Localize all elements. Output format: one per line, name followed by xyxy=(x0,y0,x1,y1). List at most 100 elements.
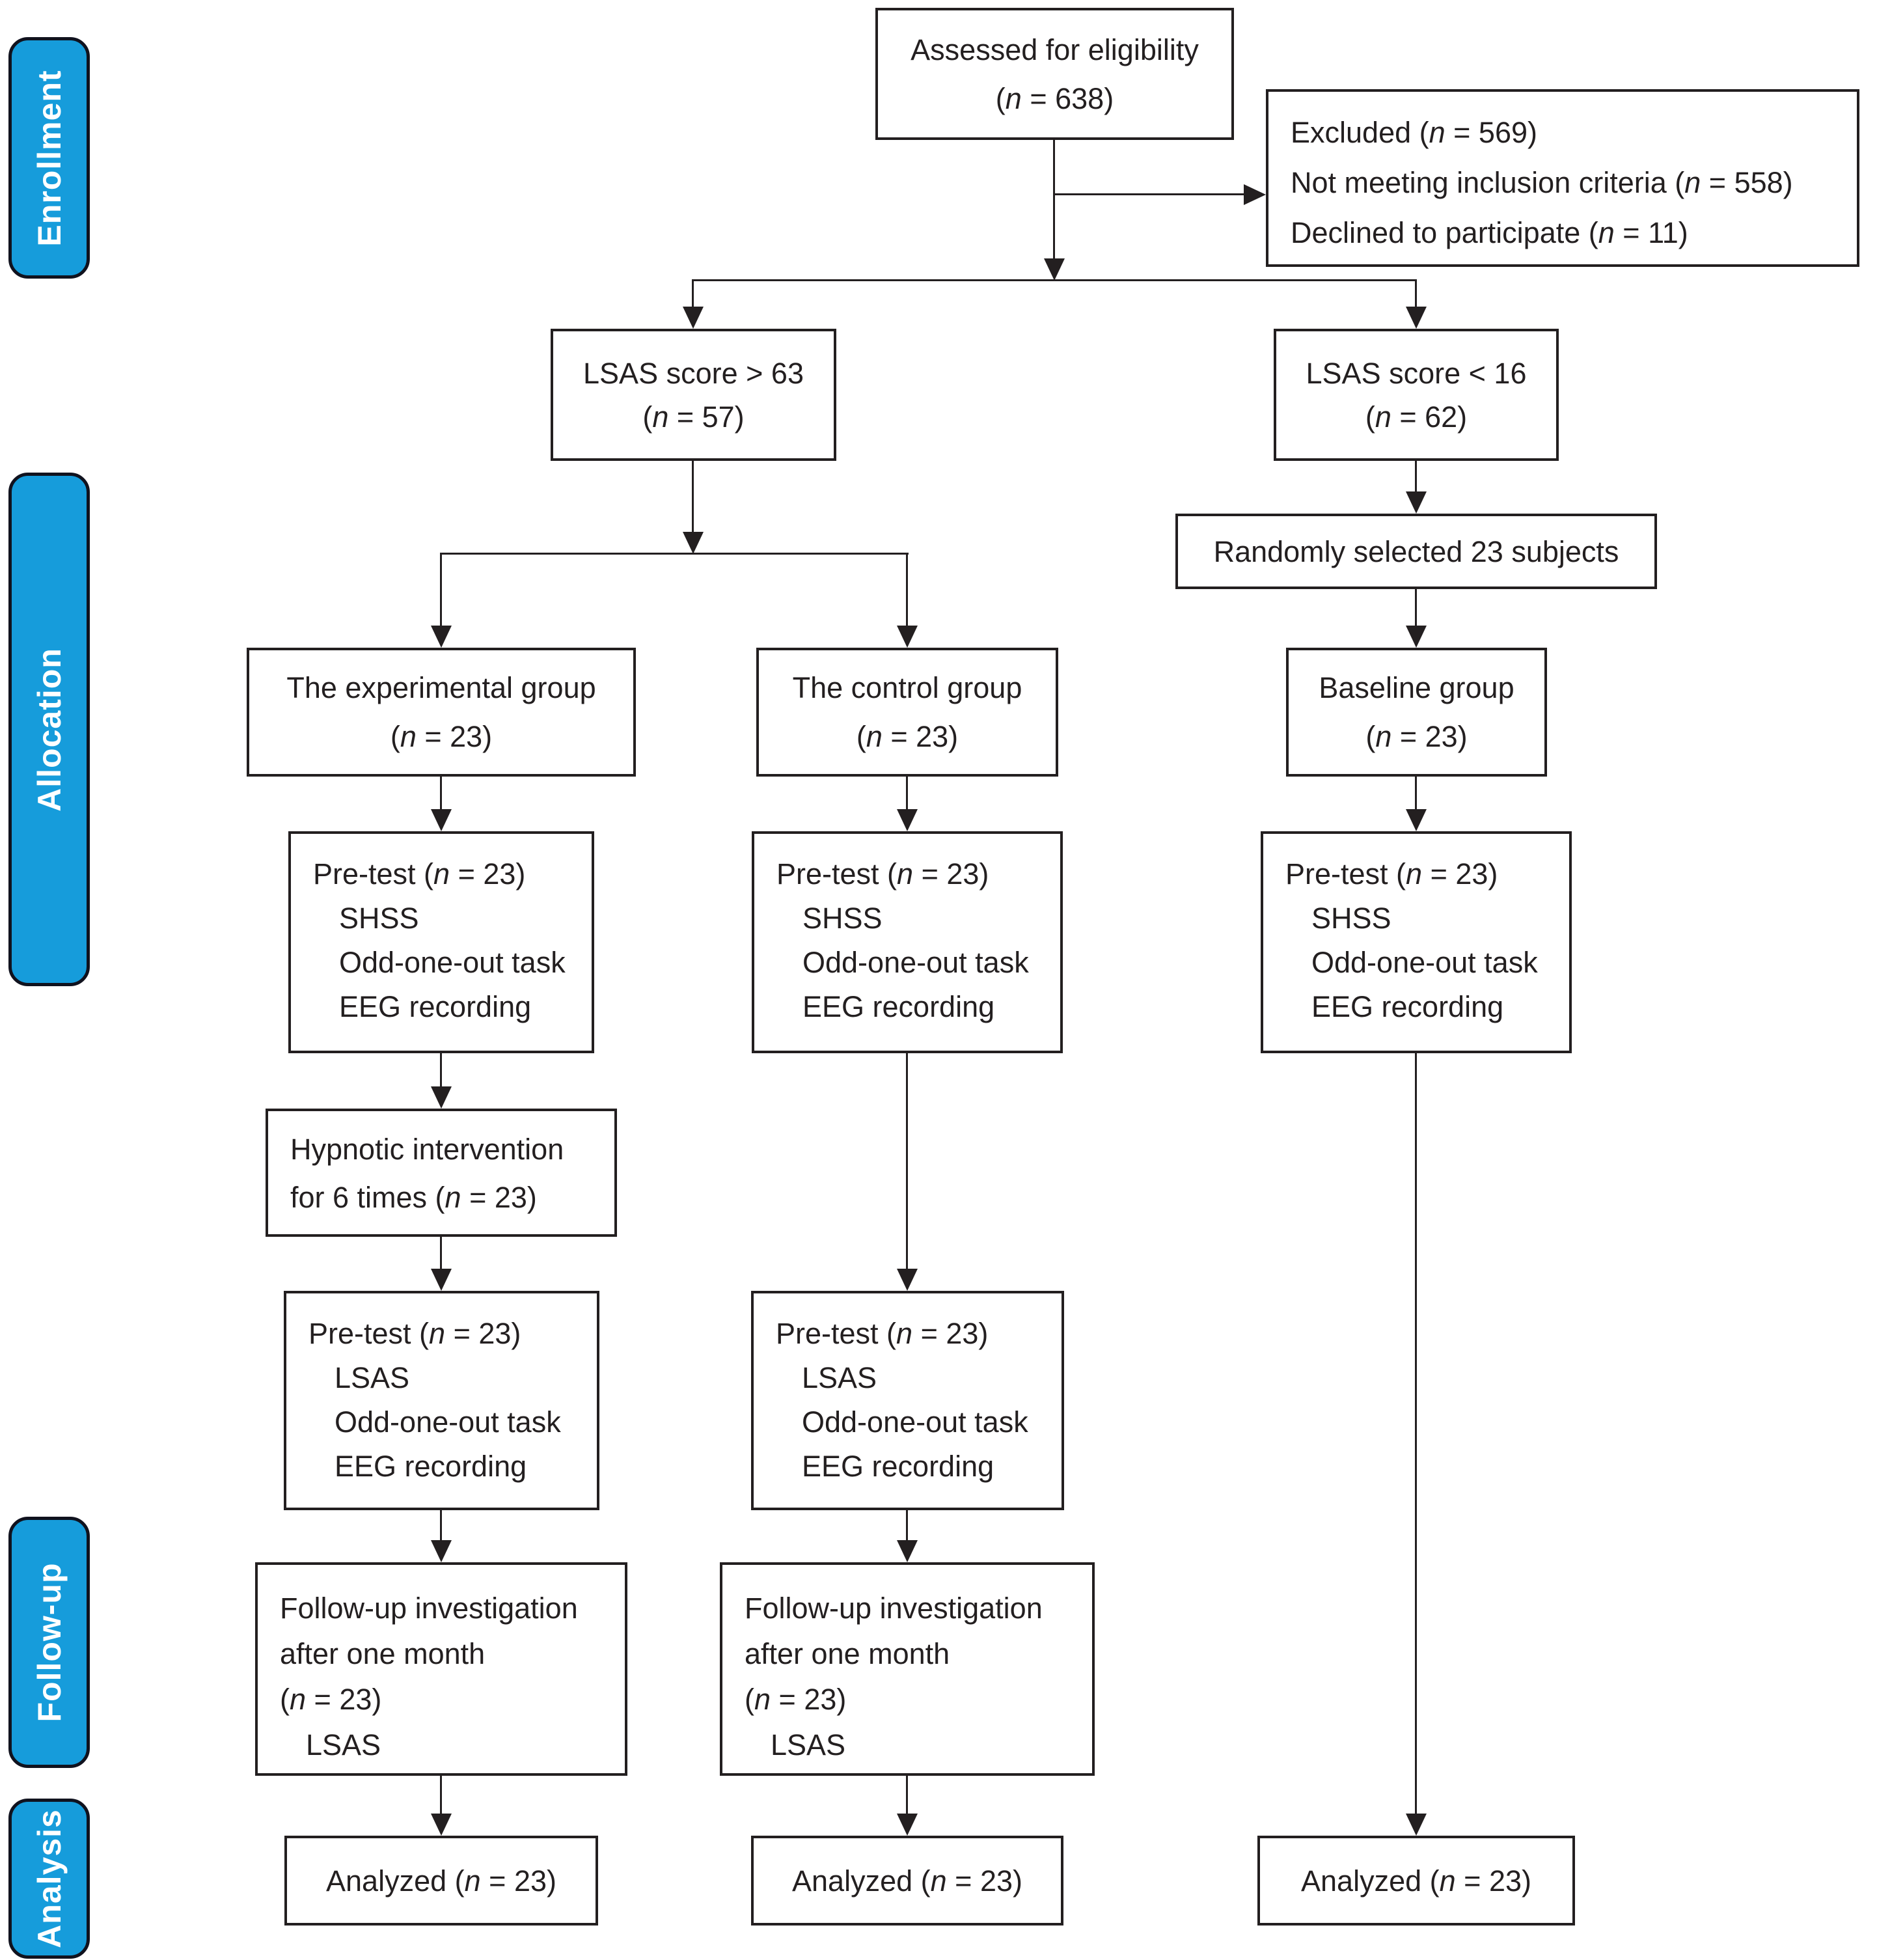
pretest-item: EEG recording xyxy=(1311,990,1504,1023)
stage-label-followup-text: Follow-up xyxy=(31,1562,68,1722)
assessed-count: (n = 638) xyxy=(995,81,1114,115)
pretest-item: LSAS xyxy=(802,1361,877,1394)
randomly-selected-box: Randomly selected 23 subjects xyxy=(1175,514,1657,589)
arrowhead-ctrl-pretest2 xyxy=(897,1269,918,1291)
arrowhead-hypnotic xyxy=(431,1086,452,1109)
arrowhead-ctrl-pretest xyxy=(897,809,918,831)
arrowhead-exp-pretest xyxy=(431,809,452,831)
followup-line: (n = 23) xyxy=(280,1683,382,1716)
pretest-lsas-experimental-box: Pre-test (n = 23) LSAS Odd-one-out task … xyxy=(284,1291,599,1510)
connector-drop-control xyxy=(906,553,908,627)
analyzed-title: Analyzed (n = 23) xyxy=(792,1864,1022,1898)
stage-label-allocation-text: Allocation xyxy=(31,647,68,812)
control-group-box: The control group (n = 23) xyxy=(756,648,1058,777)
connector-exp-pretest xyxy=(440,777,442,810)
followup-line: Follow-up investigation xyxy=(745,1592,1043,1625)
connector-lsas-low-down xyxy=(1415,461,1417,493)
connector-assessed-down xyxy=(1053,140,1055,260)
arrowhead-exp-pretest2 xyxy=(431,1269,452,1291)
hypnotic-line: for 6 times (n = 23) xyxy=(290,1181,537,1214)
experimental-group-count: (n = 23) xyxy=(390,720,493,753)
pretest-item: Odd-one-out task xyxy=(1311,946,1538,979)
lsas-high-title: LSAS score > 63 xyxy=(583,356,804,390)
connector-base-pretest xyxy=(1415,777,1417,810)
pretest-item: EEG recording xyxy=(802,990,995,1023)
followup-item: LSAS xyxy=(306,1728,381,1761)
stage-label-enrollment: Enrollment xyxy=(8,37,90,279)
pretest-item: EEG recording xyxy=(802,1450,994,1483)
connector-split-top xyxy=(693,279,1417,281)
pretest-title: Pre-test (n = 23) xyxy=(776,857,989,890)
arrowhead-baseline-group xyxy=(1406,626,1427,648)
excluded-line: Declined to participate (n = 11) xyxy=(1291,216,1688,249)
stage-label-followup: Follow-up xyxy=(8,1517,90,1768)
stage-label-analysis-text: Analysis xyxy=(31,1809,68,1948)
lsas-high-count: (n = 57) xyxy=(642,400,745,434)
connector-hypnotic-pretest2 xyxy=(440,1237,442,1270)
pretest-shss-control-box: Pre-test (n = 23) SHSS Odd-one-out task … xyxy=(752,831,1063,1053)
pretest-title: Pre-test (n = 23) xyxy=(313,857,526,890)
arrowhead-lsas-high xyxy=(683,307,704,329)
connector-exp-analyzed xyxy=(440,1776,442,1815)
lsas-low-title: LSAS score < 16 xyxy=(1306,356,1527,390)
connector-ctrl-analyzed xyxy=(906,1776,908,1815)
arrowhead-control-group xyxy=(897,626,918,648)
lsas-high-box: LSAS score > 63 (n = 57) xyxy=(551,329,836,461)
lsas-low-box: LSAS score < 16 (n = 62) xyxy=(1274,329,1559,461)
hypnotic-intervention-box: Hypnotic intervention for 6 times (n = 2… xyxy=(266,1109,617,1237)
connector-drop-experimental xyxy=(440,553,442,627)
pretest-item: EEG recording xyxy=(335,1450,527,1483)
connector-ctrl-pretest2 xyxy=(906,1053,908,1270)
pretest-item: SHSS xyxy=(1311,902,1391,935)
pretest-item: Odd-one-out task xyxy=(335,1405,561,1439)
hypnotic-line: Hypnotic intervention xyxy=(290,1133,564,1166)
control-group-title: The control group xyxy=(792,671,1022,704)
connector-drop-lsas-low xyxy=(1415,279,1417,308)
arrowhead-assessed-split xyxy=(1044,258,1065,281)
stage-label-analysis: Analysis xyxy=(8,1799,90,1959)
connector-exp-hypnotic xyxy=(440,1053,442,1088)
assessed-title: Assessed for eligibility xyxy=(911,33,1199,66)
assessed-box: Assessed for eligibility (n = 638) xyxy=(875,8,1234,140)
pretest-title: Pre-test (n = 23) xyxy=(776,1317,989,1350)
connector-split-allocation xyxy=(441,553,909,555)
arrowhead-base-analyzed xyxy=(1406,1814,1427,1836)
baseline-group-title: Baseline group xyxy=(1319,671,1514,704)
analyzed-control-box: Analyzed (n = 23) xyxy=(751,1836,1063,1925)
connector-branch-excluded xyxy=(1054,193,1245,195)
analyzed-title: Analyzed (n = 23) xyxy=(1301,1864,1531,1898)
pretest-shss-baseline-box: Pre-test (n = 23) SHSS Odd-one-out task … xyxy=(1261,831,1572,1053)
pretest-item: SHSS xyxy=(339,902,419,935)
arrowhead-experimental-group xyxy=(431,626,452,648)
pretest-item: Odd-one-out task xyxy=(339,946,566,979)
followup-experimental-box: Follow-up investigation after one month … xyxy=(255,1562,627,1776)
excluded-line: Excluded (n = 569) xyxy=(1291,116,1537,149)
connector-exp-followup xyxy=(440,1510,442,1541)
pretest-item: SHSS xyxy=(802,902,883,935)
followup-line: (n = 23) xyxy=(745,1683,847,1716)
arrowhead-excluded xyxy=(1244,184,1266,205)
connector-ctrl-followup xyxy=(906,1510,908,1541)
pretest-title: Pre-test (n = 23) xyxy=(308,1317,521,1350)
baseline-group-count: (n = 23) xyxy=(1365,720,1468,753)
connector-base-analyzed-long xyxy=(1415,1053,1417,1815)
followup-line: after one month xyxy=(280,1637,486,1670)
experimental-group-box: The experimental group (n = 23) xyxy=(247,648,636,777)
arrowhead-random xyxy=(1406,491,1427,514)
randomly-selected-title: Randomly selected 23 subjects xyxy=(1213,534,1619,568)
arrowhead-ctrl-analyzed xyxy=(897,1814,918,1836)
followup-line: Follow-up investigation xyxy=(280,1592,578,1625)
baseline-group-box: Baseline group (n = 23) xyxy=(1286,648,1547,777)
pretest-item: Odd-one-out task xyxy=(802,1405,1028,1439)
pretest-item: EEG recording xyxy=(339,990,532,1023)
arrowhead-lsas-low xyxy=(1406,307,1427,329)
arrowhead-base-pretest xyxy=(1406,809,1427,831)
pretest-item: LSAS xyxy=(335,1361,410,1394)
pretest-lsas-control-box: Pre-test (n = 23) LSAS Odd-one-out task … xyxy=(751,1291,1064,1510)
arrowhead-exp-followup xyxy=(431,1540,452,1562)
analyzed-baseline-box: Analyzed (n = 23) xyxy=(1257,1836,1575,1925)
excluded-line: Not meeting inclusion criteria (n = 558) xyxy=(1291,166,1793,199)
followup-control-box: Follow-up investigation after one month … xyxy=(720,1562,1095,1776)
experimental-group-title: The experimental group xyxy=(286,671,596,704)
